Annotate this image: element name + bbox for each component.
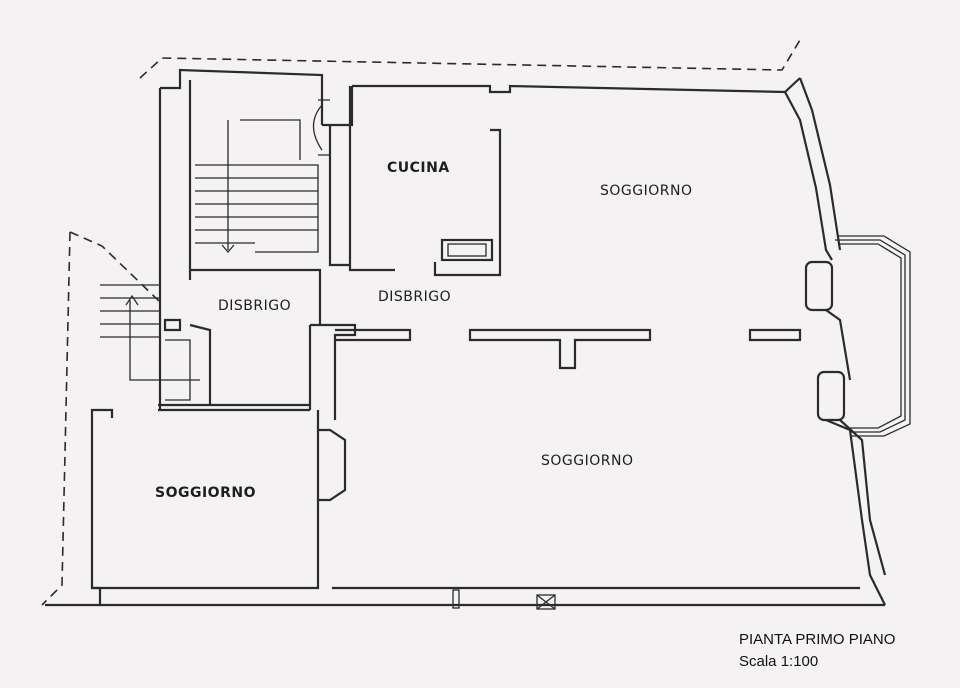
room-label-soggiorno-left: SOGGIORNO: [155, 485, 256, 501]
room-label-disbrigo-left: DISBRIGO: [218, 298, 292, 314]
outer-walls: [45, 68, 887, 607]
fixtures: [312, 99, 556, 610]
plan-scale: Scala 1:100: [739, 653, 819, 670]
staircase: [100, 119, 319, 401]
plan-title: PIANTA PRIMO PIANO: [739, 631, 896, 648]
room-label-soggiorno-top: SOGGIORNO: [600, 183, 693, 199]
room-label-disbrigo-center: DISBRIGO: [378, 289, 452, 305]
room-label-soggiorno-center: SOGGIORNO: [541, 453, 634, 469]
room-label-cucina: CUCINA: [387, 160, 450, 176]
property-boundary: [41, 39, 801, 606]
bay-window: [804, 235, 911, 437]
interior-walls: [158, 86, 802, 502]
